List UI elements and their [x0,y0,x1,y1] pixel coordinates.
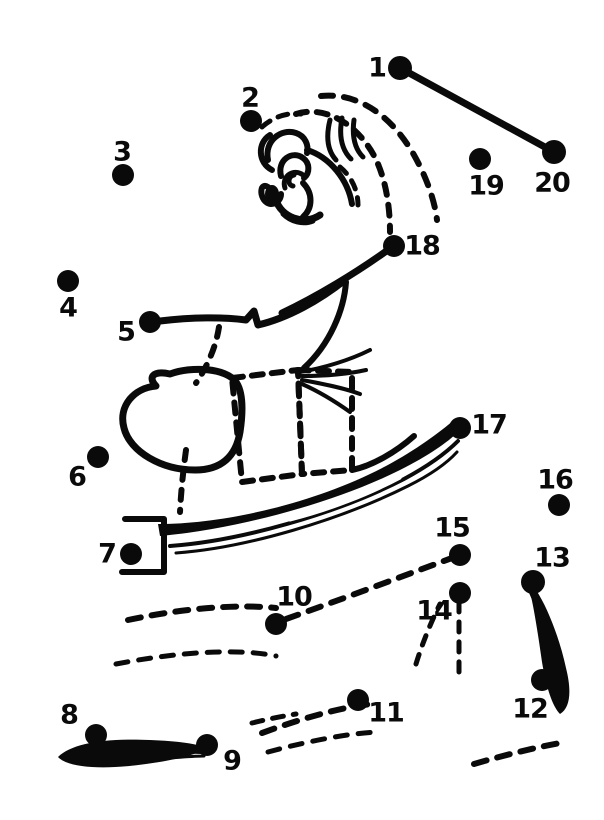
puzzle-dot-label-3: 3 [113,136,132,168]
puzzle-dot-9[interactable] [196,734,218,756]
leg-edge-line-1 [532,588,564,674]
puzzle-dot-14[interactable] [449,582,471,604]
cap-side-curl [257,132,275,173]
sleeve-bottom-edge [349,433,417,473]
puzzle-dot-1[interactable] [388,56,412,80]
motion-arc-10-to-15 [283,555,455,622]
puzzle-dot-label-17: 17 [471,409,508,441]
puzzle-dot-label-14: 14 [416,595,453,627]
sleeve-top-edge [301,279,349,371]
hair-swirl-upper [277,152,312,181]
motion-arc-middle [113,649,279,667]
puzzle-dot-15[interactable] [449,544,471,566]
puzzle-dot-13[interactable] [521,570,545,594]
collar-line [156,276,349,329]
torso-group [156,248,389,386]
puzzle-dot-label-10: 10 [276,581,313,613]
leg-solid-group [528,588,570,714]
motion-arcs-group [113,555,569,767]
bat-handle-box [119,516,167,575]
glove-group [119,365,246,474]
cheek-dash [337,164,361,208]
puzzle-dot-label-9: 9 [223,745,242,777]
motion-arc-lower [265,729,381,755]
speed-fan-line-2 [300,368,368,378]
hair-dash-top [259,111,304,130]
sleeve-group [177,367,355,515]
puzzle-dot-2[interactable] [240,110,262,132]
shoe-speed-line-2 [166,754,206,760]
bat-motion-line-2 [174,450,459,555]
puzzle-dot-label-5: 5 [117,316,136,348]
bat-motion-line-1 [168,439,460,548]
puzzle-dot-label-11: 11 [368,697,405,729]
nose-tip [286,172,297,189]
motion-arc-right-low [471,739,569,767]
puzzle-dot-10[interactable] [265,613,287,635]
puzzle-dot-18[interactable] [383,235,405,257]
motion-arc-9-right [249,711,299,726]
segment-1-to-20 [396,64,558,156]
puzzle-dot-label-13: 13 [534,542,571,574]
shoe-smear [58,739,208,768]
puzzle-dot-11[interactable] [347,689,369,711]
solved-lines-group [396,64,558,156]
speed-fan-line-3 [300,378,362,396]
puzzle-dot-label-4: 4 [59,292,78,324]
bat-group [119,420,460,575]
cap-brim-dashed [293,108,393,235]
puzzle-dot-4[interactable] [57,270,79,292]
puzzle-dot-17[interactable] [449,417,471,439]
shirt-front-dashed [193,324,222,386]
motion-whisker-3 [350,117,366,160]
puzzle-dot-5[interactable] [139,311,161,333]
glove-outline [119,365,246,474]
puzzle-dot-label-7: 7 [98,538,117,570]
bat-motion-line-3 [288,476,402,522]
puzzle-dot-label-8: 8 [60,699,79,731]
puzzle-dot-7[interactable] [120,543,142,565]
puzzle-dot-label-16: 16 [537,464,574,496]
puzzle-dot-16[interactable] [548,494,570,516]
head-back-solid [304,147,355,207]
mouth-grin [272,196,324,224]
speed-fan-line-1 [298,348,372,374]
motion-whisker-1 [325,117,339,163]
puzzle-dot-19[interactable] [469,148,491,170]
puzzle-dot-12[interactable] [531,669,553,691]
head-outer-dashed [318,92,440,223]
puzzle-dot-label-6: 6 [68,461,87,493]
puzzle-dot-8[interactable] [85,724,107,746]
puzzle-dot-3[interactable] [112,164,134,186]
puzzle-dot-label-12: 12 [512,693,549,725]
bat-body [158,420,458,536]
speed-fan-group [298,279,417,473]
chin-line [280,211,316,226]
speed-fan-line-4 [300,382,352,414]
puzzle-dot-20[interactable] [542,140,566,164]
puzzle-dot-6[interactable] [87,446,109,468]
neck-shoulder-line [278,248,389,317]
puzzle-dot-label-1: 1 [368,52,387,84]
puzzle-dot-label-19: 19 [468,170,505,202]
puzzle-dot-label-18: 18 [404,230,441,262]
head-group [257,92,440,235]
hair-swirl-lower [281,169,306,191]
shoe-group [58,739,208,768]
motion-arc-upper [125,603,279,623]
leg-edge-line-2 [528,590,558,678]
sleeve-to-glove-dash [177,447,189,515]
leg-dash-left [413,601,443,667]
puzzle-dot-label-20: 20 [534,167,571,199]
cheek-curve [300,180,314,220]
puzzle-dot-label-2: 2 [241,82,260,114]
artwork-ink [58,64,570,768]
puzzle-dot-label-15: 15 [434,512,471,544]
cap-crown-outline [264,128,311,163]
